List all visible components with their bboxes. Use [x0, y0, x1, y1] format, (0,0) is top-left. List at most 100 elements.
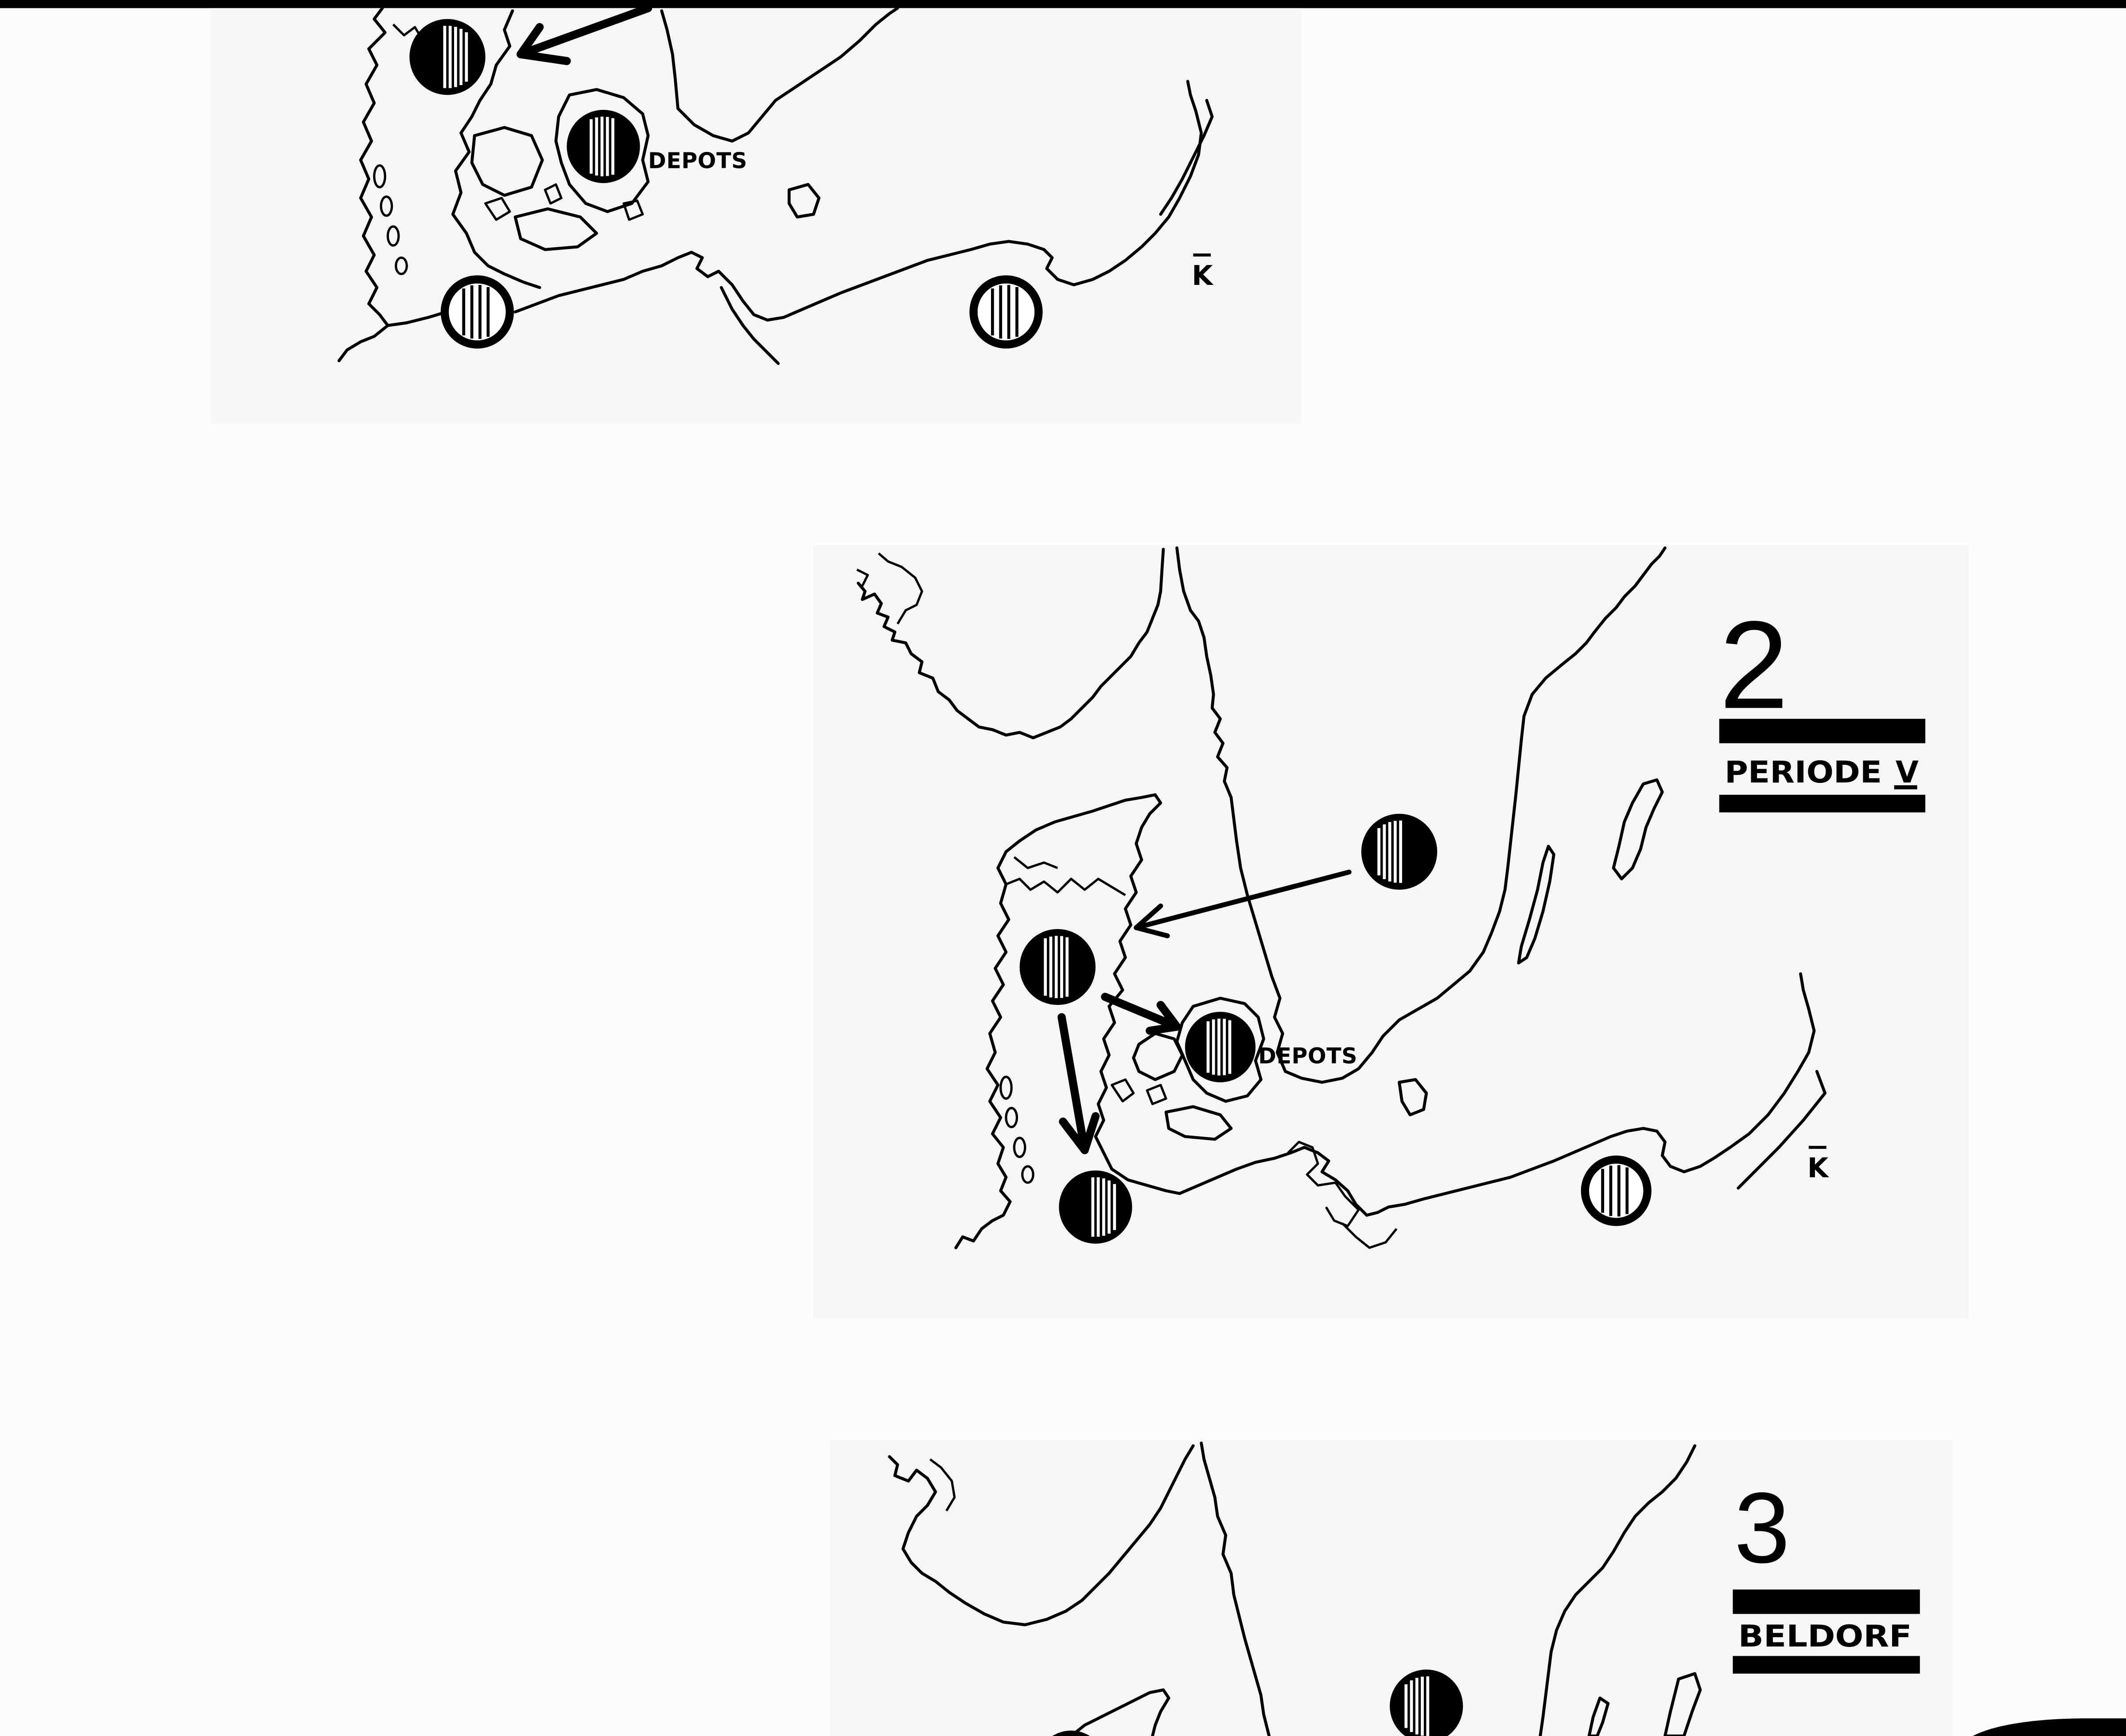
- map-2-wadden-islet: [1013, 1137, 1026, 1158]
- map-1-lolland: [513, 207, 599, 251]
- map-3-title: BELDORF: [1738, 1619, 1912, 1654]
- map-2-pomerania-coast: [1341, 1222, 1398, 1249]
- map-1-markers: [409, 19, 1043, 349]
- map-2-wadden-islet: [1005, 1107, 1018, 1129]
- map-2-sweden-west-coast: [1175, 546, 1287, 1073]
- marker-disc: [1052, 1730, 1090, 1736]
- arrow-shaft: [517, 4, 653, 58]
- map-2-curonian-spit: [1737, 1070, 1827, 1190]
- marker-ring: [969, 275, 1043, 349]
- map-2-title-rule-top: [1719, 719, 1926, 743]
- map-1-wadden-islet: [380, 195, 393, 217]
- map-2-norway-skerries: [856, 568, 869, 587]
- map-2-norway-skerries: [878, 552, 923, 625]
- map-2-limfjord: [1013, 856, 1058, 869]
- map-2-funen: [1132, 1032, 1184, 1081]
- top-edge-rule: [0, 0, 2126, 8]
- map-1-curonian-spit: [1159, 99, 1214, 216]
- map-1-funen: [470, 126, 544, 197]
- map-2-norway-coast: [856, 548, 1165, 740]
- arrow-shaft: [1057, 1013, 1089, 1154]
- map-1-depots-label: DEPOTS: [648, 148, 747, 174]
- arrow-shaft: [1134, 869, 1352, 930]
- map-3-gotland: [1663, 1672, 1702, 1736]
- map-1-background: [210, 8, 1302, 424]
- map-2-wadden-islet: [1021, 1165, 1034, 1184]
- map-1-wadden-islet: [373, 164, 386, 189]
- map-2-lolland: [1164, 1105, 1233, 1141]
- marker-ring: [440, 275, 514, 349]
- map-1-jutland-west-coast: [337, 6, 389, 362]
- map-2-title: PERIODE: [1725, 755, 1882, 790]
- movement-arrow-icon: [1134, 869, 1352, 938]
- map-1-zealand: [554, 88, 650, 213]
- map-panel-1: DEPOTS K: [210, 4, 1302, 424]
- map-3-oland: [1587, 1696, 1610, 1736]
- map-1-sweden-south-coast: [676, 6, 899, 143]
- map-3-title-rule-bottom: [1733, 1656, 1920, 1674]
- map-1-jutland-east-coast: [451, 9, 541, 289]
- map-3-sweden-west-coast: [1200, 1441, 1271, 1736]
- map-2-gotland: [1612, 778, 1664, 880]
- map-2-title-rule-bottom: [1719, 794, 1926, 813]
- striped-circle-icon: [1581, 1155, 1652, 1226]
- arrow-head: [1134, 903, 1170, 938]
- map-2-islet: [1146, 1084, 1167, 1105]
- map-1-signature: K: [1192, 260, 1214, 292]
- page-edge-shadow: [1973, 1718, 2126, 1736]
- map-3-markers: [1052, 1670, 1463, 1736]
- map-1-islet: [484, 197, 511, 221]
- map-2-islet: [1111, 1078, 1135, 1103]
- map-1-germany-coast: [386, 311, 444, 327]
- striped-circle-icon: [1361, 814, 1438, 890]
- striped-circle-icon: [409, 19, 486, 95]
- map-2-zealand: [1175, 996, 1265, 1103]
- map-2-markers: [1019, 814, 1652, 1244]
- map-3-norway-coast: [888, 1444, 1195, 1627]
- map-3-title-rule-top: [1733, 1589, 1920, 1614]
- movement-arrow-icon: [1101, 993, 1181, 1035]
- marker-disc: [409, 19, 486, 95]
- map-panel-3: 3 BELDORF: [830, 1440, 1953, 1736]
- map-3-norway-skerries: [929, 1458, 956, 1512]
- striped-circle-icon: [440, 275, 514, 349]
- map-2-sweden-south-east-coast: [1284, 546, 1667, 1084]
- map-1-islet: [622, 199, 644, 221]
- map-1-sweden-west-coast: [660, 9, 680, 110]
- map-2-depots-label: DEPOTS: [1258, 1043, 1357, 1069]
- striped-circle-icon: [1059, 1170, 1132, 1244]
- striped-circle-icon: [1185, 1012, 1256, 1082]
- map-2-signature: K: [1807, 1152, 1830, 1184]
- map-1-baltic-coast: [513, 80, 1203, 322]
- map-1-rugen-coast: [719, 286, 780, 365]
- striped-circle-icon: [969, 275, 1043, 349]
- map-3-sweden-east-coast: [1539, 1444, 1697, 1736]
- arrow-shaft: [1101, 993, 1181, 1031]
- arrow-head: [1146, 1000, 1181, 1035]
- map-1-wadden-islet: [386, 225, 400, 247]
- map-2-title-numeral-underline: [1894, 785, 1917, 790]
- map-panel-2: DEPOTS K 2 PERIODE V: [813, 545, 1969, 1319]
- map-2-wadden-islet: [999, 1075, 1013, 1100]
- map-1-islet: [544, 183, 563, 205]
- map-1-bornholm: [787, 183, 820, 219]
- striped-circle-icon: [1019, 929, 1096, 1005]
- map-2-bornholm: [1398, 1078, 1428, 1117]
- map-3-number: 3: [1734, 1471, 1790, 1584]
- movement-arrow-icon: [1057, 1013, 1100, 1154]
- movement-arrow-icon: [517, 4, 653, 65]
- striped-circle-icon: [1052, 1730, 1090, 1736]
- map-3-jutland-coast: [1069, 1688, 1170, 1736]
- arrow-head: [1059, 1112, 1100, 1154]
- map-3-background: [830, 1440, 1953, 1736]
- map-1-wadden-islet: [395, 256, 408, 275]
- arrow-head: [517, 23, 571, 65]
- map-2-oland: [1517, 845, 1555, 965]
- striped-circle-icon: [567, 109, 640, 183]
- striped-circle-icon: [1390, 1670, 1463, 1736]
- map-2-background: [813, 545, 1969, 1319]
- marker-disc: [1059, 1170, 1132, 1244]
- map-2-title-numeral: V: [1896, 755, 1919, 790]
- map-2-jutland-coast: [954, 793, 1182, 1249]
